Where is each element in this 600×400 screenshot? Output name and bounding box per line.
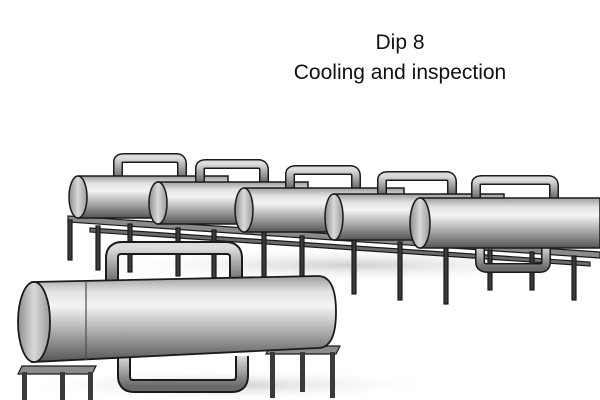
caption-subtitle: Cooling and inspection — [293, 61, 507, 84]
back-row-pipes — [68, 153, 600, 273]
front-stand-left — [17, 365, 97, 400]
back-pipe-5 — [409, 175, 600, 273]
front-pipe — [17, 241, 341, 400]
caption-title: Dip 8 — [375, 31, 425, 54]
